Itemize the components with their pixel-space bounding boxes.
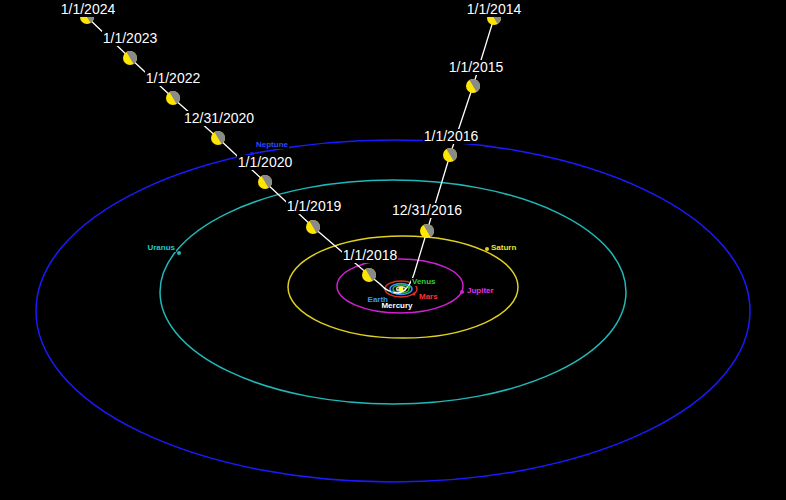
date-label: 1/1/2022: [145, 71, 202, 86]
saturn-dot: [485, 247, 489, 251]
trajectory-dots: [80, 7, 504, 282]
saturn-orbit: [288, 236, 518, 338]
neptune-orbit: [36, 140, 750, 482]
uranus-orbit: [160, 180, 626, 404]
date-label: 12/31/2020: [183, 111, 255, 126]
dot-shadow: [470, 76, 483, 92]
dot-shadow: [424, 221, 437, 237]
dot-shadow: [366, 265, 379, 281]
mars-dot: [413, 293, 416, 296]
trajectory-dot: [306, 217, 323, 234]
jupiter-orbit: [337, 259, 463, 313]
trajectory-dot: [258, 172, 275, 189]
planet-name: Saturn: [490, 244, 517, 253]
mercury-dot: [397, 289, 399, 291]
date-label: 1/1/2019: [286, 199, 343, 214]
trajectory-dot: [166, 88, 183, 105]
date-label: 1/1/2014: [466, 2, 523, 17]
date-label: 1/1/2020: [237, 155, 294, 170]
planet-name: Venus: [411, 278, 437, 287]
date-label: 1/1/2023: [102, 31, 159, 46]
date-label: 1/1/2015: [448, 60, 505, 75]
date-label: 1/1/2018: [342, 248, 399, 263]
planet-name: Mars: [418, 293, 439, 302]
planet-name: Neptune: [255, 141, 289, 150]
trajectory-dot: [211, 128, 228, 145]
dot-shadow: [447, 145, 460, 161]
trajectory-dot: [443, 145, 460, 162]
date-label: 12/31/2016: [391, 203, 463, 218]
dot-shadow: [127, 48, 140, 64]
date-label: 1/1/2024: [60, 2, 117, 17]
trajectory-dot: [466, 76, 483, 93]
planet-name: Mercury: [380, 302, 413, 311]
dot-shadow: [262, 172, 275, 188]
trajectory-dot: [420, 221, 437, 238]
planet-name: Uranus: [146, 244, 176, 253]
earth-dot: [391, 291, 394, 294]
trajectory-line: [87, 17, 494, 293]
planet-dots: [177, 152, 489, 296]
trajectory-dot: [123, 48, 140, 65]
jupiter-dot: [460, 290, 464, 294]
date-label: 1/1/2016: [423, 129, 480, 144]
trajectory-dot: [362, 265, 379, 282]
uranus-dot: [177, 251, 181, 255]
dot-shadow: [170, 88, 183, 104]
dot-shadow: [215, 128, 228, 144]
dot-shadow: [310, 217, 323, 233]
planet-name: Jupiter: [466, 287, 495, 296]
